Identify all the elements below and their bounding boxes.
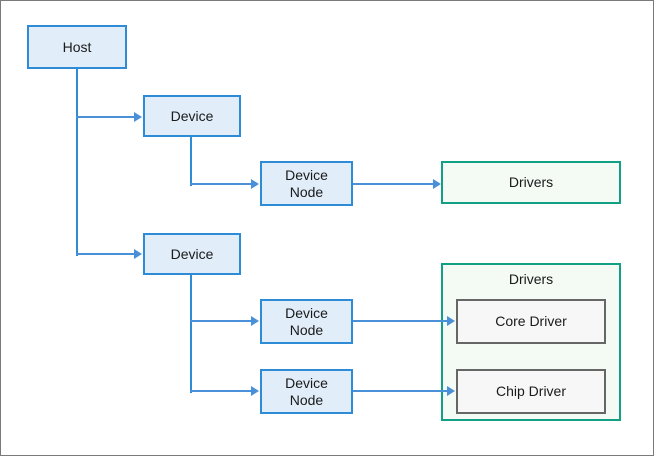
connector-node1-to-drivers [353, 183, 437, 185]
connector-host-to-device2 [76, 253, 136, 255]
arrowhead-node3-to-chip-driver [447, 386, 455, 396]
node-device-1[interactable]: Device [143, 95, 241, 137]
arrowhead-node2-to-core-driver [447, 316, 455, 326]
node-device-node-3[interactable]: Device Node [260, 369, 353, 414]
node-chip-driver[interactable]: Chip Driver [456, 369, 606, 414]
node-device-2[interactable]: Device [143, 233, 241, 275]
node-device-node-1[interactable]: Device Node [260, 161, 353, 206]
connector-device1-trunk [190, 137, 192, 186]
arrowhead-device2-to-node2 [251, 316, 259, 326]
arrowhead-device1-to-node1 [251, 179, 259, 189]
node-core-driver[interactable]: Core Driver [456, 299, 606, 344]
connector-node2-to-core-driver [353, 320, 451, 322]
connector-device2-trunk [190, 274, 192, 393]
connector-device1-to-node1 [190, 183, 253, 185]
connector-host-trunk [76, 69, 78, 256]
group-drivers-title: Drivers [508, 271, 554, 287]
connector-device2-to-node3 [190, 390, 253, 392]
arrowhead-host-to-device1 [134, 112, 142, 122]
arrowhead-device2-to-node3 [251, 386, 259, 396]
node-host[interactable]: Host [27, 25, 127, 69]
connector-host-to-device1 [76, 116, 136, 118]
node-device-node-2[interactable]: Device Node [260, 299, 353, 344]
connector-node3-to-chip-driver [353, 390, 451, 392]
arrowhead-node1-to-drivers [433, 179, 441, 189]
connector-device2-to-node2 [190, 320, 253, 322]
arrowhead-host-to-device2 [134, 249, 142, 259]
node-drivers-simple[interactable]: Drivers [441, 161, 621, 204]
